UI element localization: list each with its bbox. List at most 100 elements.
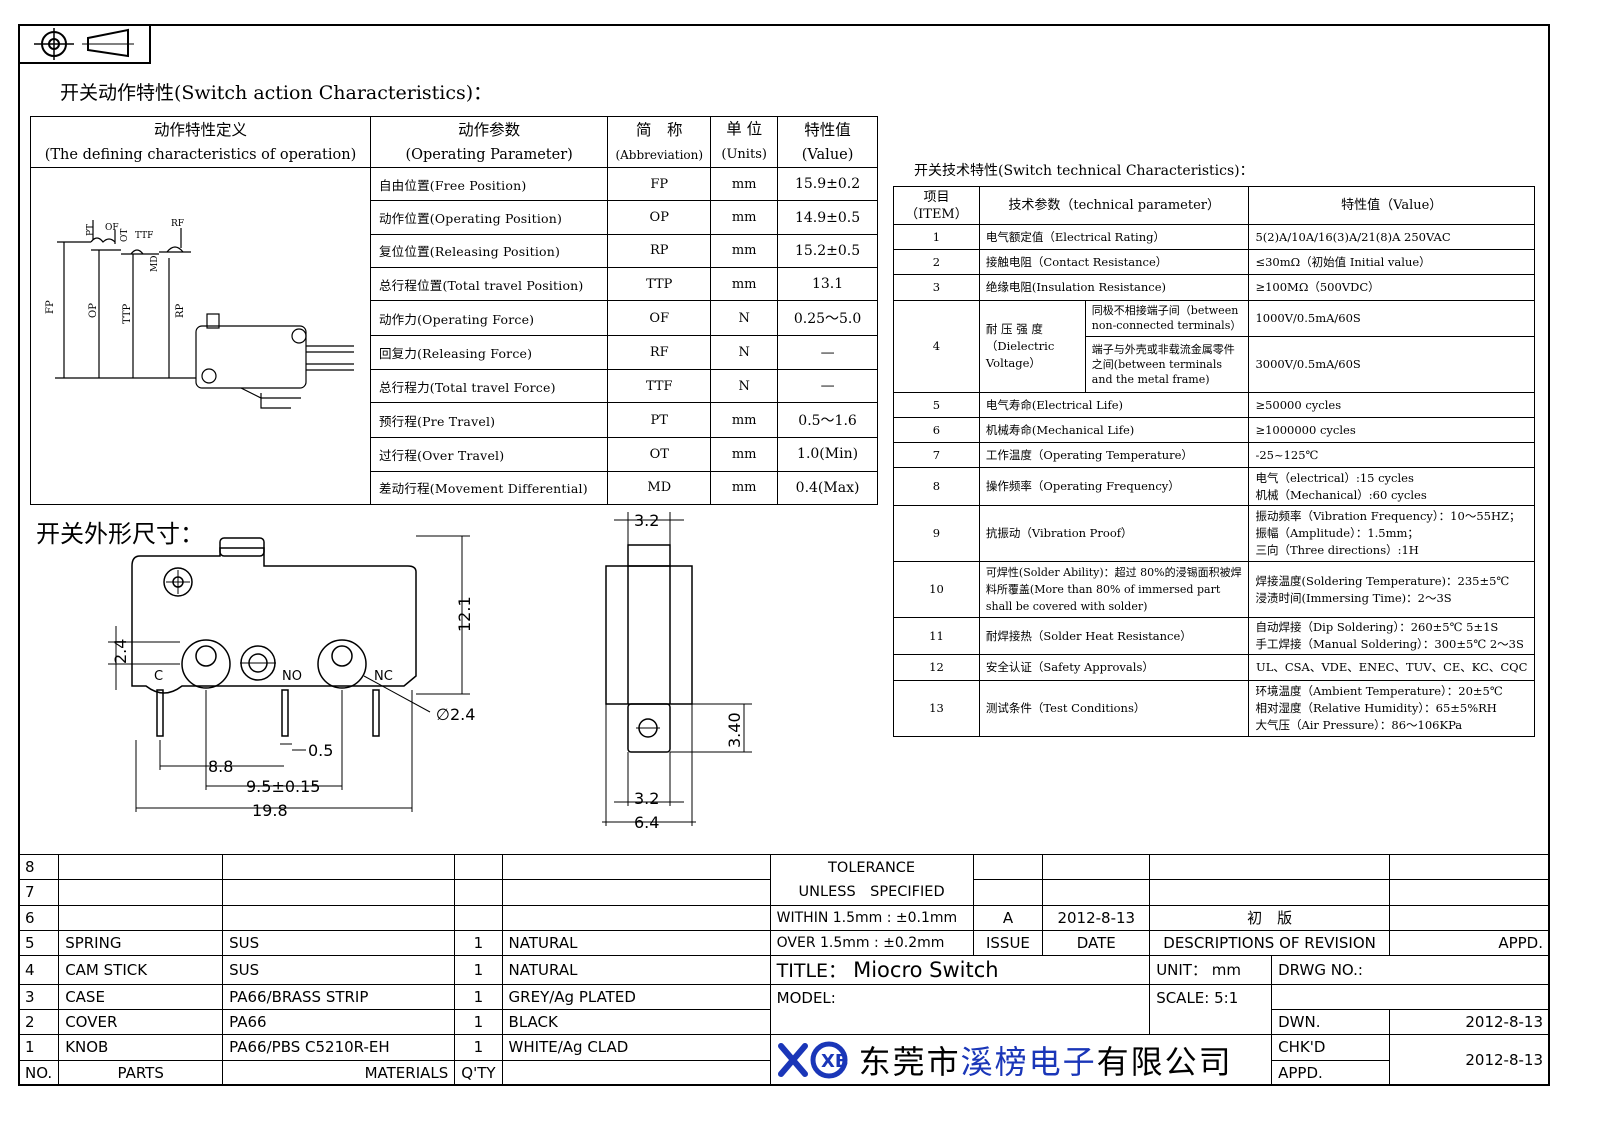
company-cell: XB 东莞市溪榜电子有限公司 bbox=[769, 1034, 1273, 1086]
param-cell: 总行程力(Total travel Force) bbox=[369, 368, 609, 404]
value-cell: 14.9±0.5 bbox=[777, 200, 878, 235]
abbr-cell: MD bbox=[607, 470, 712, 506]
unit-cell: mm bbox=[710, 166, 779, 202]
date-header: DATE bbox=[1042, 929, 1151, 957]
parts-header-row: NO. PARTS MATERIALS Q'TY APPD. bbox=[17, 1059, 1550, 1087]
unit-cell: mm bbox=[710, 267, 779, 302]
param-cell: 总行程位置(Total travel Position) bbox=[369, 267, 609, 302]
abbr-cell: OP bbox=[607, 200, 712, 235]
param-header: 动作参数(Operating Parameter) bbox=[369, 116, 609, 168]
abbr-cell: FP bbox=[607, 166, 712, 202]
table-row: 4 耐 压 强 度（Dielectric Voltage） 同极不相接端子间（b… bbox=[893, 299, 1535, 394]
unit-cell: N bbox=[710, 300, 779, 337]
value-cell: 0.4(Max) bbox=[777, 470, 878, 506]
technical-value-header: 特性值（Value） bbox=[1248, 185, 1535, 226]
tolerance-over: OVER 1.5mm : ±0.2mm bbox=[769, 929, 974, 957]
checked-label: CHK'D bbox=[1271, 1034, 1390, 1061]
action-title: 开关动作特性(Switch action Characteristics)： bbox=[60, 82, 493, 104]
revision-description: 初 版 bbox=[1149, 904, 1390, 931]
abbr-cell: OF bbox=[607, 300, 712, 337]
value-header: 特性值(Value) bbox=[777, 116, 878, 168]
abbr-cell: RF bbox=[607, 335, 712, 370]
table-row: 端子与外壳或非载流金属零件之间(between terminals and th… bbox=[894, 335, 1535, 394]
technical-title: 开关技术特性(Switch technical Characteristics)… bbox=[914, 163, 1254, 179]
definition-diagram-cell: FP OP TTP RP PT OF OT TTF MD RF bbox=[30, 167, 371, 505]
pt-label: PT bbox=[86, 224, 96, 236]
value-cell: 13.1 bbox=[777, 267, 878, 302]
parts-header: PARTS bbox=[58, 1059, 224, 1087]
action-header-row: 动作特性定义(The defining characteristics of o… bbox=[30, 116, 878, 168]
third-angle-projection-icon bbox=[34, 28, 134, 60]
abbr-cell: TTF bbox=[607, 368, 712, 404]
ttp-label: TTP bbox=[122, 303, 133, 324]
rp-label: RP bbox=[175, 303, 186, 318]
value-cell: 0.5～1.6 bbox=[777, 402, 878, 439]
table-row: FP OP TTP RP PT OF OT TTF MD RF 自由位置(Fre… bbox=[30, 166, 878, 505]
abbr-cell: TTP bbox=[607, 267, 712, 302]
title-cell: TITLE： Miocro Switch bbox=[769, 955, 1151, 985]
unit-cell: mm bbox=[710, 402, 779, 439]
abbr-header: 简 称(Abbreviation) bbox=[607, 116, 712, 168]
tolerance-within: WITHIN 1.5mm : ±0.1mm bbox=[769, 904, 974, 931]
unit-cell: UNIT： mm bbox=[1149, 955, 1273, 985]
materials-header: MATERIALS bbox=[222, 1059, 456, 1087]
parts-row-1: 1 KNOB PA66/PBS C5210R-EH 1 WHITE/Ag CLA… bbox=[17, 1034, 1551, 1086]
company-name: 东莞市溪榜电子有限公司 bbox=[858, 1042, 1233, 1081]
dimensions-title: 开关外形尺寸： bbox=[36, 520, 204, 548]
action-diagram: FP OP TTP RP PT OF OT TTF MD RF bbox=[45, 219, 354, 409]
param-cell: 自由位置(Free Position) bbox=[369, 166, 609, 202]
model-cell: MODEL: bbox=[769, 983, 1151, 1036]
abbr-cell: RP bbox=[607, 233, 712, 269]
definition-header: 动作特性定义(The defining characteristics of o… bbox=[30, 116, 371, 168]
fp-label: FP bbox=[45, 300, 56, 314]
unit-header: 单 位(Units) bbox=[710, 116, 779, 168]
no-header: NO. bbox=[17, 1059, 60, 1087]
description-header: DESCRIPTIONS OF REVISION bbox=[1149, 929, 1390, 957]
parts-row-7: 7 bbox=[17, 879, 1551, 906]
unit-cell: mm bbox=[710, 233, 779, 269]
value-cell: 1.0(Min) bbox=[777, 437, 878, 472]
abbr-cell: OT bbox=[607, 437, 712, 472]
param-cell: 预行程(Pre Travel) bbox=[369, 402, 609, 439]
qty-header: Q'TY bbox=[454, 1059, 503, 1087]
value-cell: — bbox=[777, 335, 878, 370]
unit-cell: N bbox=[710, 368, 779, 404]
approved-header: APPD. bbox=[1388, 929, 1551, 957]
svg-text:XB: XB bbox=[821, 1051, 849, 1072]
drawn-date: 2012-8-13 bbox=[1388, 1008, 1551, 1036]
value-cell: 15.9±0.2 bbox=[777, 166, 878, 202]
action-table: 动作特性定义(The defining characteristics of o… bbox=[30, 116, 878, 506]
parts-row-4: 4 CAM STICK SUS 1 NATURAL TITLE： Miocro … bbox=[17, 955, 1550, 985]
checked-date: 2012-8-13 bbox=[1388, 1034, 1551, 1086]
parts-row-6: 6 WITHIN 1.5mm : ±0.1mm A 2012-8-13 初 版 bbox=[17, 904, 1551, 931]
scale-cell: SCALE: 5:1 bbox=[1149, 983, 1273, 1036]
drawing-number: DRWG NO.: bbox=[1271, 955, 1550, 985]
unit-cell: mm bbox=[710, 470, 779, 506]
abbr-cell: PT bbox=[607, 402, 712, 439]
of-label: OF bbox=[105, 223, 119, 233]
param-cell: 动作位置(Operating Position) bbox=[369, 200, 609, 235]
param-cell: 动作力(Operating Force) bbox=[369, 300, 609, 337]
date-value: 2012-8-13 bbox=[1042, 904, 1151, 931]
parts-row-3: 3 CASE PA66/BRASS STRIP 1 GREY/Ag PLATED… bbox=[17, 983, 1550, 1036]
technical-header-row: 项目（ITEM） 技术参数（technical parameter） 特性值（V… bbox=[893, 185, 1535, 226]
parts-row-5: 5 SPRING SUS 1 NATURAL OVER 1.5mm : ±0.2… bbox=[17, 929, 1551, 957]
company-logo-icon: XB bbox=[777, 1041, 849, 1079]
